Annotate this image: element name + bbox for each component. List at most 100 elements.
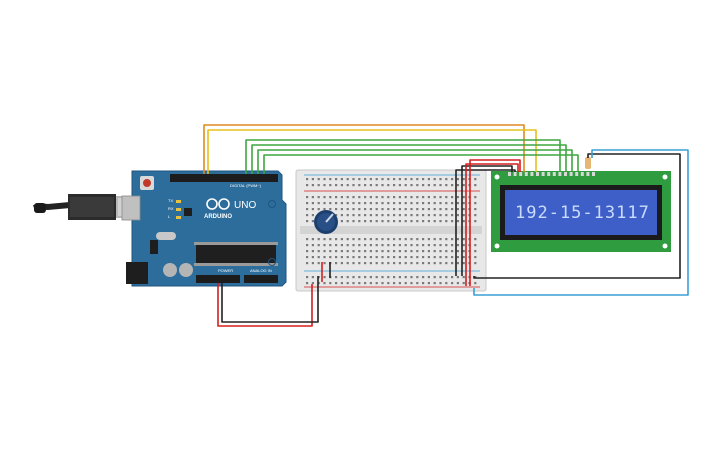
- breadboard-hole[interactable]: [375, 214, 378, 217]
- breadboard-hole[interactable]: [445, 256, 448, 259]
- breadboard-hole[interactable]: [323, 196, 326, 199]
- breadboard-hole[interactable]: [398, 256, 401, 259]
- breadboard-hole[interactable]: [335, 262, 338, 265]
- breadboard-hole[interactable]: [364, 196, 367, 199]
- breadboard-hole[interactable]: [387, 250, 390, 253]
- breadboard-hole[interactable]: [474, 220, 477, 223]
- breadboard-hole[interactable]: [335, 276, 338, 279]
- breadboard-hole[interactable]: [340, 250, 343, 253]
- breadboard-hole[interactable]: [393, 276, 396, 279]
- breadboard-hole[interactable]: [398, 244, 401, 247]
- breadboard-hole[interactable]: [329, 244, 332, 247]
- breadboard-hole[interactable]: [445, 250, 448, 253]
- breadboard-hole[interactable]: [433, 184, 436, 187]
- breadboard-hole[interactable]: [387, 196, 390, 199]
- breadboard-hole[interactable]: [422, 220, 425, 223]
- breadboard-hole[interactable]: [393, 282, 396, 285]
- breadboard-hole[interactable]: [445, 184, 448, 187]
- breadboard-hole[interactable]: [311, 244, 314, 247]
- breadboard-hole[interactable]: [439, 244, 442, 247]
- breadboard-hole[interactable]: [340, 196, 343, 199]
- breadboard-hole[interactable]: [393, 178, 396, 181]
- breadboard-hole[interactable]: [369, 256, 372, 259]
- breadboard-hole[interactable]: [346, 220, 349, 223]
- breadboard-hole[interactable]: [416, 214, 419, 217]
- breadboard-hole[interactable]: [462, 256, 465, 259]
- breadboard-hole[interactable]: [398, 238, 401, 241]
- breadboard-hole[interactable]: [445, 244, 448, 247]
- breadboard-hole[interactable]: [323, 262, 326, 265]
- breadboard-hole[interactable]: [462, 214, 465, 217]
- breadboard-hole[interactable]: [364, 276, 367, 279]
- breadboard-hole[interactable]: [369, 250, 372, 253]
- breadboard-hole[interactable]: [439, 250, 442, 253]
- breadboard-hole[interactable]: [422, 214, 425, 217]
- breadboard-hole[interactable]: [358, 214, 361, 217]
- breadboard-hole[interactable]: [369, 202, 372, 205]
- breadboard-hole[interactable]: [427, 238, 430, 241]
- breadboard-hole[interactable]: [317, 202, 320, 205]
- breadboard-hole[interactable]: [410, 244, 413, 247]
- breadboard-hole[interactable]: [381, 196, 384, 199]
- breadboard-hole[interactable]: [410, 250, 413, 253]
- breadboard-hole[interactable]: [381, 202, 384, 205]
- breadboard-hole[interactable]: [346, 244, 349, 247]
- breadboard-hole[interactable]: [323, 282, 326, 285]
- breadboard-hole[interactable]: [433, 250, 436, 253]
- breadboard-hole[interactable]: [439, 184, 442, 187]
- breadboard-hole[interactable]: [439, 208, 442, 211]
- breadboard-hole[interactable]: [422, 250, 425, 253]
- breadboard-hole[interactable]: [364, 214, 367, 217]
- breadboard-hole[interactable]: [364, 238, 367, 241]
- breadboard-hole[interactable]: [381, 250, 384, 253]
- breadboard-hole[interactable]: [474, 244, 477, 247]
- breadboard-hole[interactable]: [364, 178, 367, 181]
- breadboard-hole[interactable]: [439, 262, 442, 265]
- breadboard-hole[interactable]: [323, 276, 326, 279]
- breadboard-hole[interactable]: [474, 196, 477, 199]
- breadboard-holes[interactable]: [306, 178, 477, 285]
- breadboard-hole[interactable]: [375, 196, 378, 199]
- breadboard-hole[interactable]: [358, 184, 361, 187]
- breadboard-hole[interactable]: [329, 208, 332, 211]
- breadboard-hole[interactable]: [352, 256, 355, 259]
- lcd-pin[interactable]: [513, 172, 517, 176]
- breadboard-hole[interactable]: [451, 282, 454, 285]
- breadboard-hole[interactable]: [404, 184, 407, 187]
- breadboard-hole[interactable]: [393, 202, 396, 205]
- breadboard-hole[interactable]: [456, 202, 459, 205]
- breadboard-hole[interactable]: [393, 214, 396, 217]
- breadboard-hole[interactable]: [375, 220, 378, 223]
- breadboard-hole[interactable]: [451, 196, 454, 199]
- breadboard-hole[interactable]: [381, 276, 384, 279]
- breadboard-hole[interactable]: [364, 262, 367, 265]
- breadboard-hole[interactable]: [335, 250, 338, 253]
- breadboard-hole[interactable]: [427, 178, 430, 181]
- breadboard-hole[interactable]: [427, 276, 430, 279]
- breadboard-hole[interactable]: [346, 238, 349, 241]
- breadboard-hole[interactable]: [358, 178, 361, 181]
- breadboard-hole[interactable]: [410, 282, 413, 285]
- breadboard-hole[interactable]: [456, 214, 459, 217]
- breadboard-hole[interactable]: [427, 220, 430, 223]
- breadboard-hole[interactable]: [306, 256, 309, 259]
- breadboard-hole[interactable]: [387, 208, 390, 211]
- lcd-pin[interactable]: [586, 172, 590, 176]
- breadboard-hole[interactable]: [369, 178, 372, 181]
- breadboard-hole[interactable]: [422, 238, 425, 241]
- breadboard-hole[interactable]: [306, 238, 309, 241]
- breadboard-hole[interactable]: [375, 256, 378, 259]
- breadboard-hole[interactable]: [329, 202, 332, 205]
- breadboard-hole[interactable]: [422, 178, 425, 181]
- breadboard-hole[interactable]: [393, 244, 396, 247]
- breadboard-hole[interactable]: [398, 220, 401, 223]
- breadboard-hole[interactable]: [340, 276, 343, 279]
- breadboard-hole[interactable]: [306, 262, 309, 265]
- breadboard-hole[interactable]: [456, 178, 459, 181]
- breadboard-hole[interactable]: [358, 276, 361, 279]
- breadboard-hole[interactable]: [462, 244, 465, 247]
- breadboard-hole[interactable]: [439, 282, 442, 285]
- breadboard-hole[interactable]: [364, 208, 367, 211]
- breadboard-hole[interactable]: [306, 276, 309, 279]
